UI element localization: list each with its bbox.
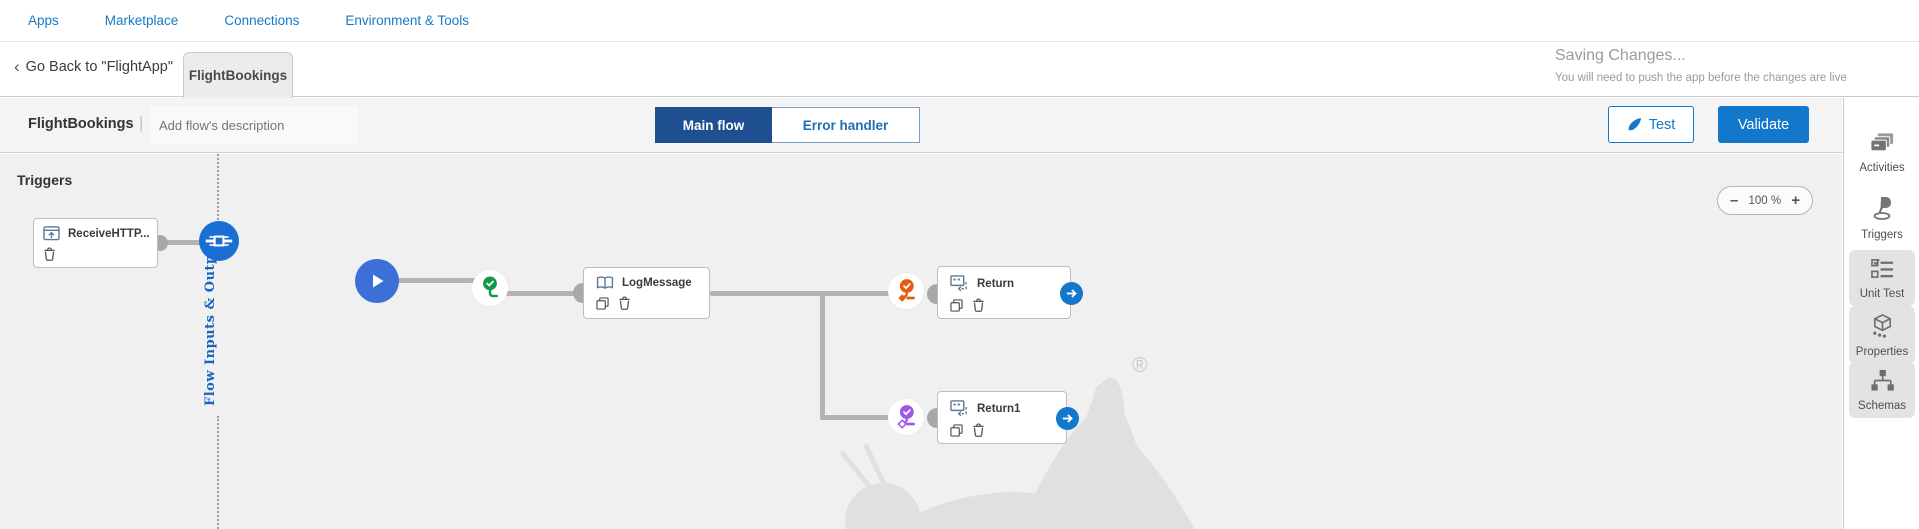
- sidebar-item-schemas[interactable]: Schemas: [1849, 362, 1915, 418]
- branch-node-condition-1[interactable]: [888, 273, 924, 309]
- branch-node-success[interactable]: [472, 270, 508, 306]
- flow-line: [503, 291, 585, 296]
- unit-test-icon: [1870, 258, 1895, 284]
- branch-success-icon: [475, 273, 505, 303]
- node-return1[interactable]: Return1: [937, 391, 1067, 444]
- arrow-right-icon: [1065, 287, 1078, 300]
- node-logmessage[interactable]: LogMessage: [583, 267, 710, 319]
- play-button[interactable]: [355, 259, 399, 303]
- return-icon: [950, 275, 969, 292]
- branch-node-condition-2[interactable]: [888, 399, 924, 435]
- copy-icon[interactable]: [950, 298, 963, 312]
- zoom-control: – 100 % +: [1717, 186, 1813, 215]
- saving-status: Saving Changes... You will need to push …: [1555, 47, 1847, 84]
- add-next-activity-button[interactable]: [1056, 407, 1079, 430]
- branch-condition-icon: [891, 402, 921, 432]
- node-title: Return: [977, 277, 1015, 290]
- right-sidebar: Activities Triggers: [1843, 98, 1919, 529]
- connector-line: [158, 240, 204, 245]
- flow-canvas[interactable]: ® Triggers – 100 % + Flow Inputs & Outpu…: [0, 154, 1842, 529]
- validate-button[interactable]: Validate: [1718, 106, 1809, 143]
- saving-title: Saving Changes...: [1555, 47, 1686, 64]
- tibco-dove-watermark: [840, 377, 1230, 529]
- trash-icon[interactable]: [972, 298, 985, 312]
- sidebar-item-triggers[interactable]: Triggers: [1849, 195, 1915, 241]
- flow-io-label[interactable]: Flow Inputs & Outputs: [203, 230, 218, 406]
- top-nav: Apps Marketplace Connections Environment…: [0, 0, 1919, 42]
- nav-item-environment-tools[interactable]: Environment & Tools: [345, 13, 469, 28]
- sidebar-item-label: Activities: [1859, 162, 1905, 174]
- triggers-heading: Triggers: [17, 172, 73, 188]
- divider: |: [139, 113, 144, 132]
- flow-line: [710, 291, 892, 296]
- trash-icon[interactable]: [972, 423, 985, 437]
- receive-http-icon: [43, 226, 60, 241]
- copy-icon[interactable]: [950, 423, 963, 437]
- triggers-icon: [1869, 197, 1895, 225]
- nav-item-apps[interactable]: Apps: [28, 13, 59, 28]
- node-title: Return1: [977, 402, 1021, 415]
- test-button[interactable]: Test: [1608, 106, 1694, 143]
- node-title: LogMessage: [622, 277, 692, 289]
- chevron-left-icon: ‹: [14, 57, 20, 76]
- add-next-activity-button[interactable]: [1060, 282, 1083, 305]
- go-back-label: Go Back to "FlightApp": [25, 59, 173, 75]
- node-return[interactable]: Return: [937, 266, 1071, 319]
- branch-condition-icon: [891, 276, 921, 306]
- sidebar-item-activities[interactable]: Activities: [1849, 132, 1915, 174]
- play-icon: [368, 272, 386, 290]
- sidebar-item-label: Properties: [1855, 346, 1909, 358]
- properties-icon: [1870, 314, 1895, 342]
- plug-icon: [203, 225, 235, 257]
- flow-description-input[interactable]: [150, 106, 358, 144]
- sidebar-item-label: Schemas: [1858, 400, 1906, 412]
- nav-item-marketplace[interactable]: Marketplace: [104, 13, 179, 28]
- branch-line: [820, 415, 892, 420]
- trash-icon[interactable]: [618, 296, 631, 310]
- log-icon: [596, 276, 614, 290]
- zoom-level: 100 %: [1748, 194, 1782, 207]
- tab-flightbookings[interactable]: FlightBookings: [183, 52, 293, 98]
- go-back-link[interactable]: ‹ Go Back to "FlightApp": [14, 57, 173, 76]
- tab-error-handler[interactable]: Error handler: [772, 107, 920, 143]
- test-label: Test: [1648, 116, 1676, 133]
- trigger-card-receivehttp[interactable]: ReceiveHTTP...: [33, 218, 158, 268]
- trigger-boundary-line: [217, 154, 219, 224]
- registered-mark: ®: [1132, 354, 1148, 377]
- copy-icon[interactable]: [596, 296, 609, 310]
- saving-subtitle: You will need to push the app before the…: [1555, 72, 1847, 84]
- flow-header: FlightBookings | Main flow Error handler…: [0, 98, 1842, 153]
- sidebar-item-label: Unit Test: [1859, 288, 1905, 300]
- trigger-boundary-line: [217, 416, 219, 529]
- node-title: ReceiveHTTP...: [68, 227, 150, 240]
- tab-main-flow[interactable]: Main flow: [655, 107, 772, 143]
- sidebar-item-label: Triggers: [1861, 229, 1903, 241]
- flow-title: FlightBookings: [28, 116, 134, 132]
- tab-label: FlightBookings: [188, 68, 288, 83]
- branch-line: [820, 291, 825, 419]
- tab-bar: ‹ Go Back to "FlightApp" FlightBookings …: [0, 43, 1919, 98]
- validate-label: Validate: [1737, 116, 1790, 133]
- schemas-icon: [1870, 369, 1895, 396]
- trash-icon[interactable]: [43, 247, 56, 261]
- rocket-icon: [1627, 117, 1642, 132]
- sidebar-item-unit-test[interactable]: Unit Test: [1849, 250, 1915, 306]
- flow-mode-toggle: Main flow Error handler: [655, 107, 920, 143]
- flow-line: [395, 278, 477, 283]
- return-icon: [950, 400, 969, 417]
- flow-input-plug-node[interactable]: [199, 221, 239, 261]
- sidebar-item-properties[interactable]: Properties: [1849, 306, 1915, 364]
- activities-icon: [1869, 133, 1896, 158]
- zoom-out-button[interactable]: –: [1730, 192, 1739, 209]
- zoom-in-button[interactable]: +: [1791, 192, 1800, 209]
- nav-item-connections[interactable]: Connections: [224, 13, 300, 28]
- arrow-right-icon: [1061, 412, 1074, 425]
